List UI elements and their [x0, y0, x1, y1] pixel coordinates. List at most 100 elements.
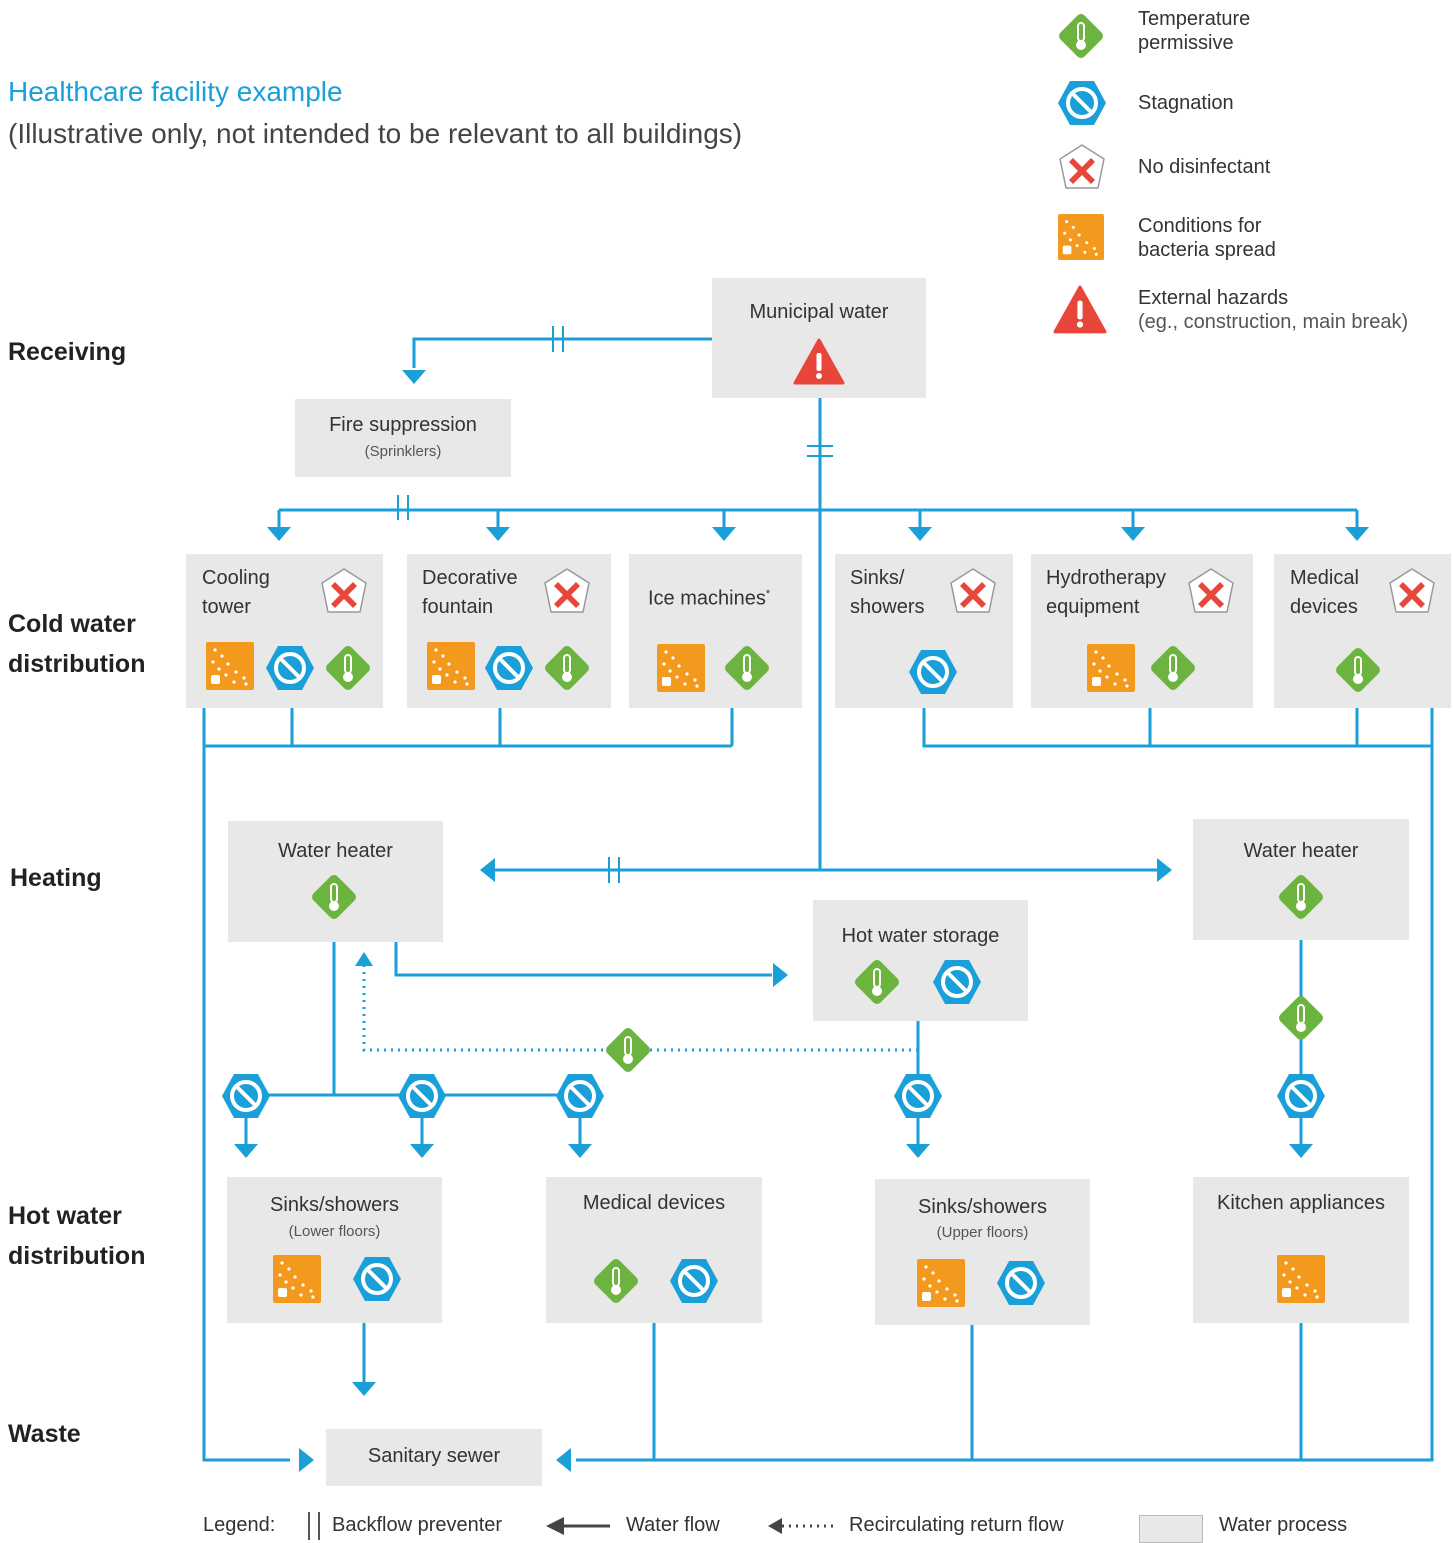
storage-label: Hot water storage: [841, 925, 1000, 947]
box-medical-devices-hot: Medical devices: [546, 1177, 762, 1323]
sinks-lower-label: Sinks/showers: [270, 1194, 399, 1216]
no-disinfectant-icon: [1185, 566, 1237, 618]
fire-sublabel: (Sprinklers): [364, 443, 442, 460]
stagnation-icon: [351, 1253, 403, 1305]
no-disinfectant-icon: [1386, 566, 1438, 618]
box-hot-water-storage: Hot water storage: [813, 900, 1028, 1021]
stage-cold-line1: Cold water: [8, 610, 136, 638]
no-disinfectant-icon: [541, 566, 593, 618]
legend-label: Legend:: [203, 1514, 276, 1536]
fountain-label-1: Decorative: [422, 567, 518, 589]
temperature-icon: [308, 871, 360, 923]
diagram-subtitle: (Illustrative only, not intended to be r…: [8, 118, 743, 149]
no-disinfectant-icon: [1056, 142, 1108, 194]
bacteria-icon: [1058, 214, 1104, 260]
temperature-icon: [1275, 992, 1327, 1044]
bacteria-icon: [206, 642, 254, 690]
legend-water-flow: Water flow: [626, 1514, 720, 1536]
backflow-preventer-icon: [308, 1512, 320, 1540]
box-cooling-tower: Cooling tower: [186, 554, 383, 708]
bacteria-icon: [1277, 1255, 1325, 1303]
stage-hot-line2: distribution: [8, 1242, 146, 1270]
box-sinks-showers-upper: Sinks/showers (Upper floors): [875, 1179, 1090, 1325]
bacteria-icon: [1087, 644, 1135, 692]
box-sinks-showers-cold: Sinks/ showers: [835, 554, 1013, 708]
bacteria-icon: [917, 1259, 965, 1307]
water-flow-arrow-icon: [546, 1517, 610, 1535]
stage-receiving: Receiving: [8, 338, 127, 366]
legend-process: Water process: [1219, 1514, 1348, 1536]
box-decorative-fountain: Decorative fountain: [407, 554, 611, 708]
box-ice-machines: Ice machines*: [629, 554, 802, 708]
box-water-heater-right: Water heater: [1193, 819, 1409, 940]
box-municipal-water: Municipal water: [712, 278, 926, 398]
key-temperature-line1: Temperature: [1138, 8, 1251, 30]
box-kitchen-appliances: Kitchen appliances: [1193, 1177, 1409, 1323]
stagnation-icon: [483, 642, 535, 694]
temperature-icon: [590, 1255, 642, 1307]
stage-hot-line1: Hot water: [8, 1202, 122, 1230]
temperature-icon: [721, 642, 773, 694]
key-stagnation: Stagnation: [1138, 92, 1234, 114]
medical-cold-label-1: Medical: [1290, 567, 1359, 589]
box-water-heater-left: Water heater: [228, 821, 443, 942]
box-medical-devices-cold: Medical devices: [1274, 554, 1451, 708]
legend-backflow: Backflow preventer: [332, 1514, 503, 1536]
hydro-label-2: equipment: [1046, 596, 1140, 618]
box-hydrotherapy: Hydrotherapy equipment: [1031, 554, 1253, 708]
kitchen-label: Kitchen appliances: [1217, 1192, 1385, 1214]
stagnation-icon: [668, 1255, 720, 1307]
box-fire-suppression: Fire suppression (Sprinklers): [295, 399, 511, 477]
temperature-icon: [1275, 871, 1327, 923]
bacteria-icon: [273, 1255, 321, 1303]
temperature-icon: [851, 956, 903, 1008]
stage-cold-line2: distribution: [8, 650, 146, 678]
key-bacteria-line2: bacteria spread: [1138, 239, 1276, 261]
sinks-upper-sublabel: (Upper floors): [936, 1224, 1029, 1241]
stagnation-icon: [220, 1070, 272, 1122]
hydro-label-1: Hydrotherapy: [1046, 567, 1167, 589]
temperature-icon: [1147, 642, 1199, 694]
key-bacteria-line1: Conditions for: [1138, 215, 1262, 237]
key-external-line2: (eg., construction, main break): [1138, 311, 1409, 333]
fountain-label-2: fountain: [422, 596, 494, 618]
stagnation-icon: [554, 1070, 606, 1122]
sinks-lower-sublabel: (Lower floors): [288, 1223, 381, 1240]
external-hazard-icon: [1053, 283, 1107, 337]
stagnation-icon: [396, 1070, 448, 1122]
temperature-icon: [541, 642, 593, 694]
bacteria-icon: [427, 642, 475, 690]
no-disinfectant-icon: [947, 566, 999, 618]
water-process-swatch: [1139, 1515, 1203, 1543]
medical-hot-label: Medical devices: [582, 1192, 726, 1214]
key-external-line1: External hazards: [1138, 287, 1289, 309]
bacteria-icon: [657, 644, 705, 692]
temperature-icon: [602, 1024, 654, 1076]
stagnation-icon: [892, 1070, 944, 1122]
external-hazard-icon: [793, 336, 845, 388]
heater-right-label: Water heater: [1243, 840, 1359, 862]
stagnation-icon: [264, 642, 316, 694]
municipal-label: Municipal water: [749, 301, 889, 323]
key-no-disinfectant: No disinfectant: [1138, 156, 1271, 178]
stagnation-icon: [1275, 1070, 1327, 1122]
stagnation-icon: [1056, 77, 1108, 129]
sewer-label: Sanitary sewer: [367, 1445, 501, 1467]
cooling-label-2: tower: [202, 596, 251, 618]
medical-cold-label-2: devices: [1290, 596, 1358, 618]
stagnation-icon: [995, 1257, 1047, 1309]
sinks-upper-label: Sinks/showers: [918, 1196, 1047, 1218]
diagram-title: Healthcare facility example: [8, 76, 343, 107]
temperature-icon: [1055, 10, 1107, 62]
key-temperature-line2: permissive: [1138, 32, 1234, 54]
stage-waste: Waste: [8, 1420, 81, 1448]
fire-label: Fire suppression: [329, 414, 477, 436]
stage-heating: Heating: [10, 864, 102, 892]
no-disinfectant-icon: [318, 566, 370, 618]
box-sanitary-sewer: Sanitary sewer: [326, 1429, 542, 1486]
box-sinks-showers-lower: Sinks/showers (Lower floors): [227, 1177, 442, 1323]
temperature-icon: [322, 642, 374, 694]
recirculating-flow-arrow-icon: [768, 1518, 834, 1534]
sinks-cold-label-2: showers: [850, 596, 925, 618]
